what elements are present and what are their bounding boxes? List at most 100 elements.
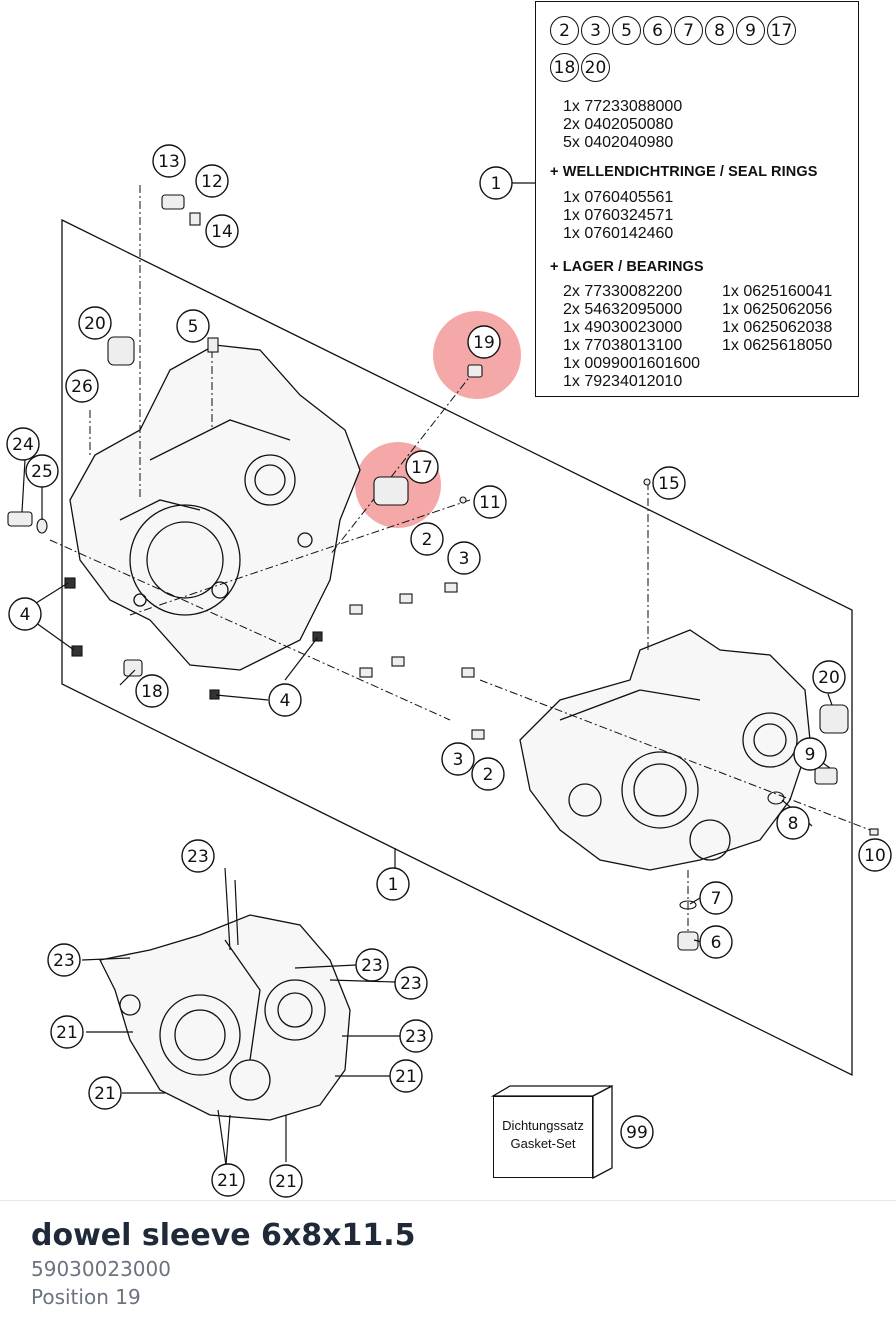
callout-19[interactable]: 19 [467, 325, 501, 359]
small-parts [7, 194, 879, 951]
callout-1a[interactable]: 1 [479, 166, 513, 200]
assembly-axes [49, 185, 871, 935]
callout-21a[interactable]: 21 [50, 1015, 84, 1049]
svg-text:13: 13 [158, 152, 180, 172]
bearing-item: 1x 0625618050 [722, 337, 833, 354]
svg-text:4: 4 [20, 605, 31, 625]
callout-2a[interactable]: 2 [410, 522, 444, 556]
gasket-set-box[interactable]: Dichtungssatz Gasket-Set [493, 1096, 593, 1178]
callout-3b[interactable]: 3 [441, 742, 475, 776]
seal-rings-heading: + WELLENDICHTRINGE / SEAL RINGS [550, 164, 818, 180]
svg-text:99: 99 [626, 1123, 648, 1143]
svg-text:1: 1 [388, 875, 399, 895]
callout-15[interactable]: 15 [652, 466, 686, 500]
callout-9[interactable]: 9 [793, 737, 827, 771]
bearing-item: 1x 0625062056 [722, 301, 833, 318]
callout-24[interactable]: 24 [6, 427, 40, 461]
part-position: Position 19 [31, 1285, 141, 1309]
legend-circle[interactable]: 9 [736, 16, 765, 45]
svg-text:21: 21 [275, 1172, 297, 1192]
callout-23e[interactable]: 23 [399, 1019, 433, 1053]
legend-circle[interactable]: 8 [705, 16, 734, 45]
legend-circle[interactable]: 20 [581, 53, 610, 82]
callout-17[interactable]: 17 [405, 450, 439, 484]
kit-item-list: 1x 77233088000 2x 0402050080 5x 04020409… [563, 98, 682, 152]
legend-circle[interactable]: 5 [612, 16, 641, 45]
svg-text:5: 5 [188, 317, 199, 337]
legend-circle[interactable]: 2 [550, 16, 579, 45]
callout-18[interactable]: 18 [135, 674, 169, 708]
callout-21d[interactable]: 21 [211, 1163, 245, 1197]
svg-text:20: 20 [818, 668, 840, 688]
svg-text:11: 11 [479, 493, 501, 513]
part-number: 59030023000 [31, 1257, 171, 1281]
callout-21b[interactable]: 21 [389, 1059, 423, 1093]
kit-item: 5x 0402040980 [563, 134, 674, 151]
callout-21e[interactable]: 21 [269, 1164, 303, 1198]
callout-23c[interactable]: 23 [355, 948, 389, 982]
bearings-heading: + LAGER / BEARINGS [550, 259, 704, 275]
svg-text:2: 2 [422, 530, 433, 550]
svg-text:23: 23 [53, 951, 75, 971]
svg-text:17: 17 [411, 458, 433, 478]
svg-text:1: 1 [491, 174, 502, 194]
kit-item: 2x 0402050080 [563, 116, 674, 133]
left-crankcase-half [69, 344, 361, 671]
seal-item-list: 1x 0760405561 1x 0760324571 1x 076014246… [563, 189, 673, 243]
kit-item: 1x 77233088000 [563, 98, 683, 115]
callout-20b[interactable]: 20 [812, 660, 846, 694]
svg-text:15: 15 [658, 474, 680, 494]
svg-text:4: 4 [280, 691, 291, 711]
callout-11[interactable]: 11 [473, 485, 507, 519]
seal-item: 1x 0760142460 [563, 225, 674, 242]
svg-text:8: 8 [788, 814, 799, 834]
svg-text:18: 18 [141, 682, 163, 702]
gasket-label-en: Gasket-Set [510, 1136, 576, 1151]
svg-text:21: 21 [395, 1067, 417, 1087]
callout-6[interactable]: 6 [699, 925, 733, 959]
callout-21c[interactable]: 21 [88, 1076, 122, 1110]
legend-circle[interactable]: 3 [581, 16, 610, 45]
callout-23b[interactable]: 23 [47, 943, 81, 977]
assembly-frame [61, 218, 853, 1077]
leader-lines [21, 182, 833, 1166]
bearing-item: 1x 0625062038 [722, 319, 833, 336]
callout-23d[interactable]: 23 [394, 966, 428, 1000]
callout-23a[interactable]: 23 [181, 839, 215, 873]
callout-1b[interactable]: 1 [376, 867, 410, 901]
seal-item: 1x 0760405561 [563, 189, 674, 206]
part-info-footer: dowel sleeve 6x8x11.5 59030023000 Positi… [0, 1200, 896, 1336]
legend-circle[interactable]: 18 [550, 53, 579, 82]
callout-2b[interactable]: 2 [471, 757, 505, 791]
callout-14[interactable]: 14 [205, 214, 239, 248]
bearing-item: 1x 49030023000 [563, 319, 683, 336]
callout-12[interactable]: 12 [195, 164, 229, 198]
callout-25[interactable]: 25 [25, 454, 59, 488]
legend-circle[interactable]: 7 [674, 16, 703, 45]
svg-text:12: 12 [201, 172, 223, 192]
bearing-item: 2x 77330082200 [563, 283, 683, 300]
svg-text:9: 9 [805, 745, 816, 765]
svg-text:21: 21 [56, 1023, 78, 1043]
callout-13[interactable]: 13 [152, 144, 186, 178]
legend-circle[interactable]: 17 [767, 16, 796, 45]
callout-99[interactable]: 99 [620, 1115, 654, 1149]
svg-text:6: 6 [711, 933, 722, 953]
callout-8[interactable]: 8 [776, 806, 810, 840]
callout-3a[interactable]: 3 [447, 541, 481, 575]
svg-text:24: 24 [12, 435, 34, 455]
gasket-box-side [592, 1084, 613, 1180]
gasket-label-de: Dichtungssatz [502, 1118, 584, 1133]
callout-4a[interactable]: 4 [8, 597, 42, 631]
callout-10[interactable]: 10 [858, 838, 892, 872]
callout-5[interactable]: 5 [176, 309, 210, 343]
callout-4b[interactable]: 4 [268, 683, 302, 717]
legend-circle[interactable]: 6 [643, 16, 672, 45]
callout-7[interactable]: 7 [699, 881, 733, 915]
callout-26[interactable]: 26 [65, 369, 99, 403]
callout-20a[interactable]: 20 [78, 306, 112, 340]
svg-text:21: 21 [217, 1171, 239, 1191]
exploded-parts-diagram: 1 1 2 2 3 3 4 4 5 6 7 8 9 10 11 12 13 14… [6, 144, 892, 1198]
